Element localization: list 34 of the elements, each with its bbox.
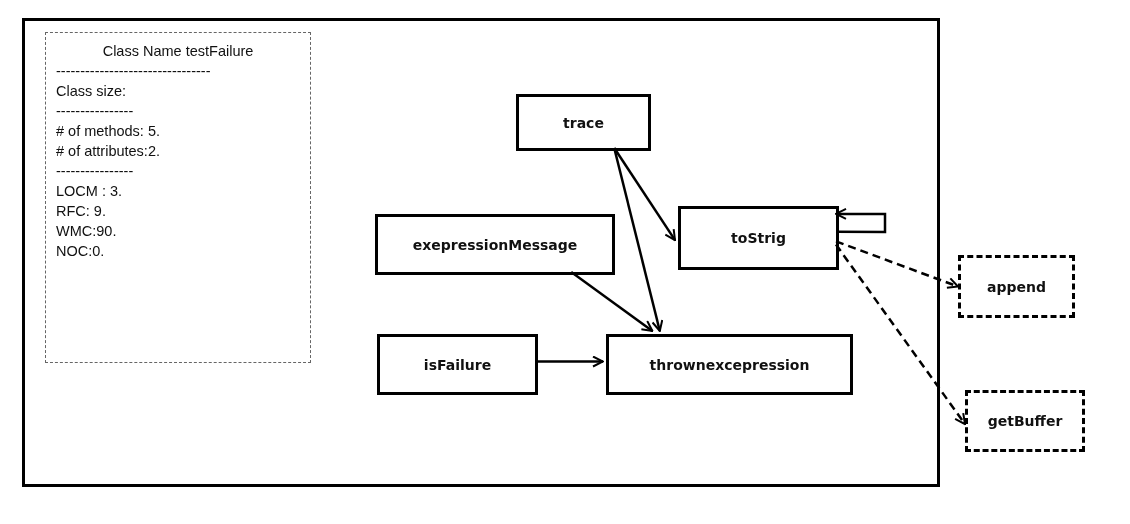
method-name: append [987,278,1046,295]
arrow [570,271,654,332]
metric-text: NOC:0. [56,242,106,261]
method-name: thrownexcepression [649,356,810,373]
metric-text: WMC:90. [56,222,118,241]
method-name: getBuffer [987,413,1063,429]
arrow [835,207,887,234]
dashed-arrow [835,243,966,426]
metric-text: -------------------------------- [56,62,212,81]
class-box [375,214,615,275]
class-box [678,206,839,270]
metric-text: # of methods: 5. [56,122,161,141]
arrow [613,147,664,332]
panel-heading: Class Name testFailure [101,42,255,61]
metrics-panel [45,32,311,363]
metric-text: # of attributes:2. [56,142,161,161]
method-name: isFailure [423,356,492,373]
arrow [535,355,604,368]
external-method-box [965,390,1085,452]
method-name: trace [563,114,604,131]
method-name: toStrig [731,230,786,246]
class-box [606,334,853,395]
metric-text: RFC: 9. [56,202,107,221]
class-box [377,334,538,395]
metric-text: ---------------- [56,162,135,181]
metric-text: LOCM : 3. [56,182,124,201]
arrow [613,147,677,242]
method-name: exepressionMessage [412,236,578,253]
external-method-box [958,255,1075,318]
metric-text: ---------------- [56,102,135,121]
class-frame [22,18,940,487]
class-box [516,94,651,151]
dashed-arrow [835,240,959,289]
metric-text: Class size: [56,82,128,101]
